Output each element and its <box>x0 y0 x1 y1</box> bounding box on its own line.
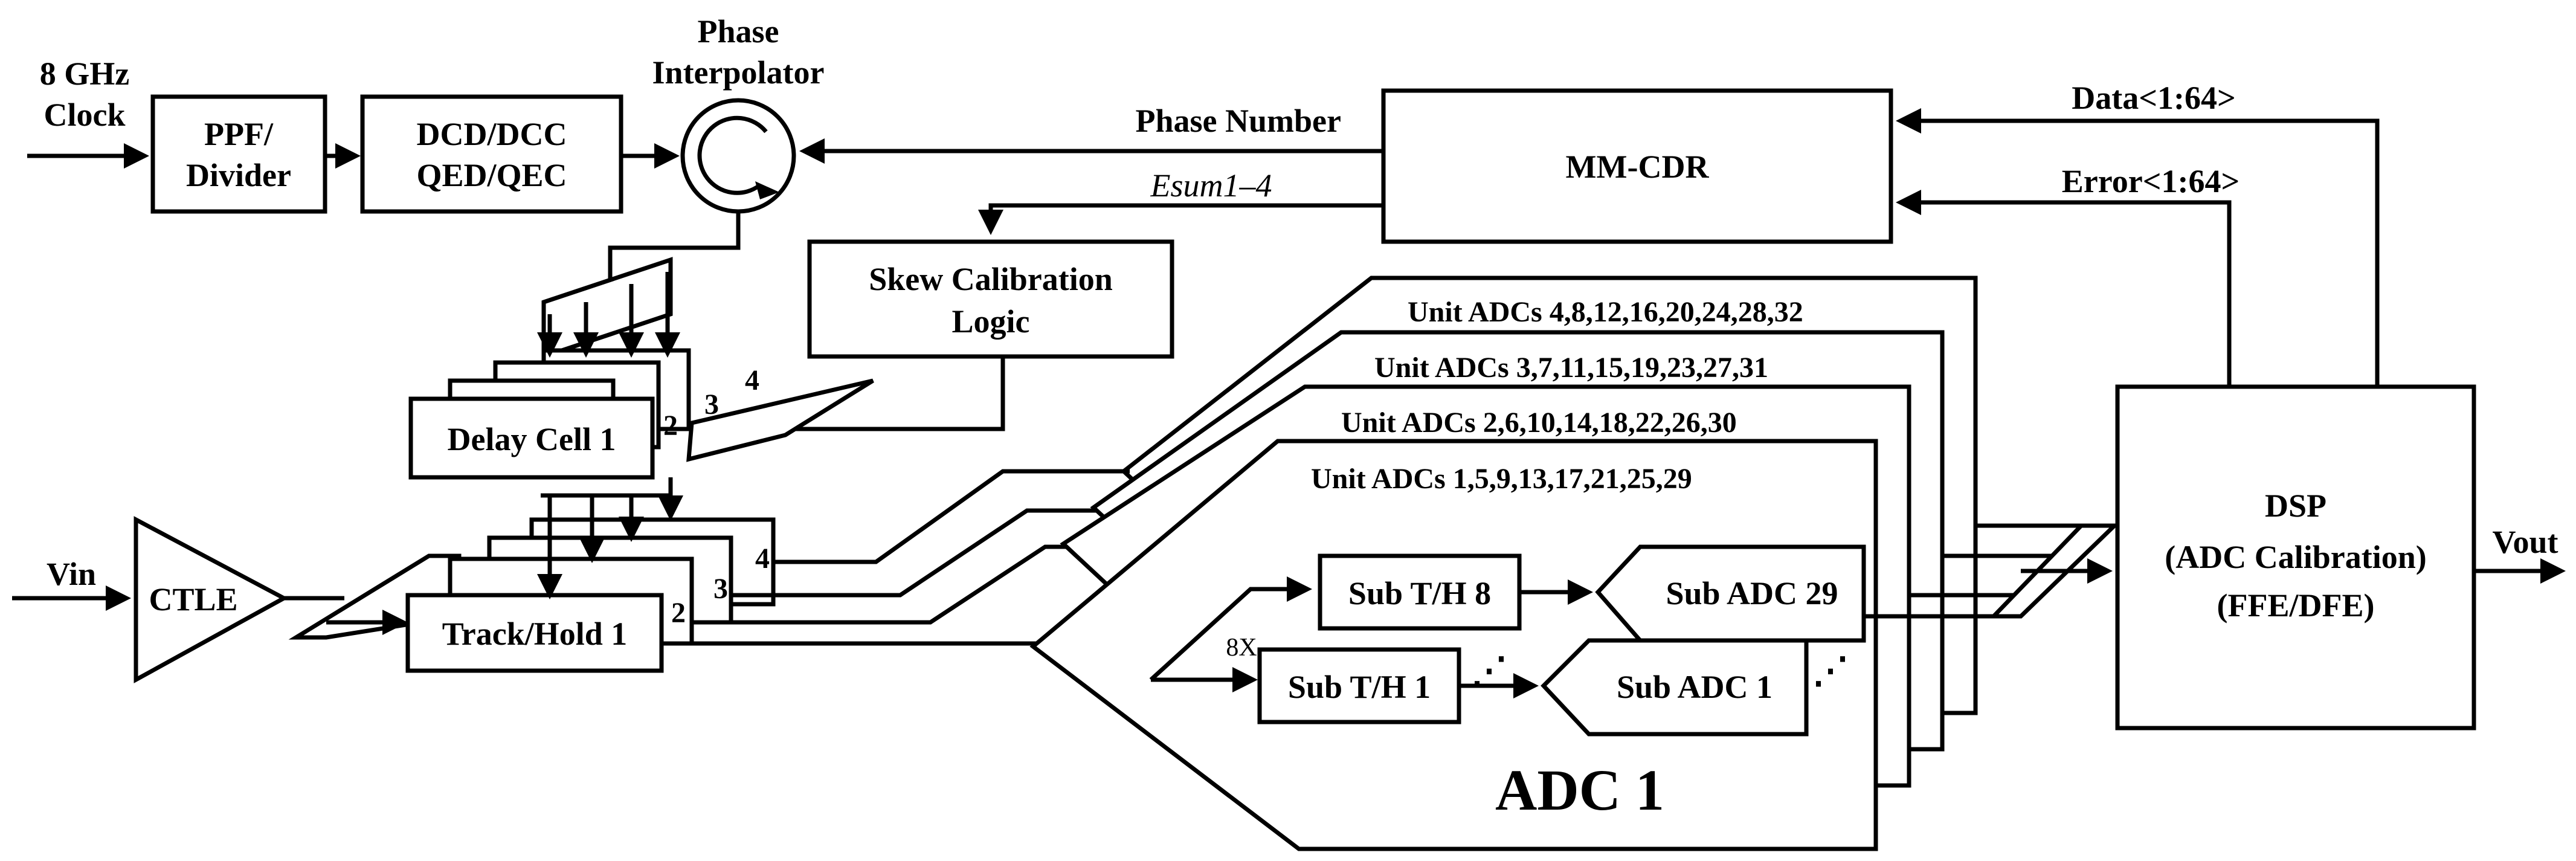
ppf-label-line2: Divider <box>186 157 291 193</box>
ctle-block: CTLE <box>134 516 289 683</box>
unit-adc-group-1: Unit ADCs 1,5,9,13,17,21,25,29 <box>1029 439 1878 851</box>
delay-fanout-shape <box>541 257 673 360</box>
sub-th-1-box <box>1257 647 1461 724</box>
adc-to-dsp-bus <box>1864 523 2120 619</box>
th-stack-num-3: 3 <box>713 573 728 605</box>
ctle-label: CTLE <box>149 581 237 618</box>
error-label: Error<1:64> <box>2062 163 2240 199</box>
delay-stack-num-4: 4 <box>745 364 759 396</box>
th2-to-adc-line <box>692 544 1066 625</box>
skew-label-line2: Logic <box>952 303 1030 340</box>
sub-th-8-label: Sub T/H 8 <box>1348 575 1491 611</box>
pi-label-line2: Interpolator <box>652 54 825 91</box>
th4-to-adc-line <box>773 469 1130 564</box>
th-stack-num-2: 2 <box>671 597 686 629</box>
sub-adc-1-label: Sub ADC 1 <box>1617 669 1773 705</box>
delay-cell-label: Delay Cell 1 <box>448 421 616 457</box>
sub-adc-1-shape <box>1541 638 1809 737</box>
delay-stack-num-3: 3 <box>704 389 719 421</box>
unit-adc-label-3: Unit ADCs 3,7,11,15,19,23,27,31 <box>1374 352 1768 384</box>
delay-stack-num-2: 2 <box>663 410 678 442</box>
vout-label: Vout <box>2492 524 2558 560</box>
esum-arrow <box>978 203 1383 235</box>
dsp-block: DSP (ADC Calibration) (FFE/DFE) <box>2115 384 2476 730</box>
sub-adc-29-shape <box>1595 544 1866 643</box>
fanout-8x-label: 8X <box>1226 634 1257 662</box>
delay-cell-stack: Delay Cell 1 2 3 4 <box>408 211 874 521</box>
track-hold-label: Track/Hold 1 <box>442 616 628 652</box>
sub-adc-ellipsis: ⋰ <box>1812 651 1849 691</box>
phase-number-label: Phase Number <box>1136 103 1341 139</box>
clock-label-line1: 8 GHz <box>40 56 129 92</box>
sub-th-8-box <box>1318 553 1522 631</box>
unit-adc-label-4: Unit ADCs 4,8,12,16,20,24,28,32 <box>1408 296 1803 328</box>
dcd-dcc-block: DCD/DCC QED/QEC <box>360 94 623 214</box>
dcd-label-line2: QED/QEC <box>416 157 567 193</box>
adc1-label: ADC 1 <box>1495 758 1664 822</box>
sub-th8-input-arrow <box>1149 576 1312 682</box>
ppf-divider-block: PPF/ Divider <box>150 94 327 214</box>
sub-adc-29-label: Sub ADC 29 <box>1666 575 1838 611</box>
error-feedback-arrow <box>1896 190 2232 387</box>
data-feedback-arrow <box>1896 108 2380 387</box>
unit-adc-label-1: Unit ADCs 1,5,9,13,17,21,25,29 <box>1311 463 1692 495</box>
skew-calibration-block: Skew Calibration Logic <box>807 239 1174 359</box>
track-hold-1-box <box>405 593 664 673</box>
pi-label-line1: Phase <box>698 13 779 50</box>
clock-label-line2: Clock <box>44 97 126 133</box>
dcd-label-line1: DCD/DCC <box>417 116 567 152</box>
phase-interpolator-symbol <box>680 98 796 214</box>
mm-cdr-label: MM-CDR <box>1566 149 1710 185</box>
vin-label: Vin <box>47 556 96 592</box>
adc1-internals: 8X Sub T/H 8 Sub T/H 1 ⋰ Sub ADC 29 Sub … <box>1149 544 1866 822</box>
th-stack-num-4: 4 <box>755 543 770 575</box>
delay-skew-sheet <box>686 378 874 462</box>
mm-cdr-block: MM-CDR <box>1381 88 1893 244</box>
sub-th-1-label: Sub T/H 1 <box>1288 669 1431 705</box>
ppf-label-line1: PPF/ <box>204 116 274 152</box>
dsp-label-line3: (FFE/DFE) <box>2217 587 2375 624</box>
data-label: Data<1:64> <box>2072 80 2236 116</box>
skew-label-line1: Skew Calibration <box>869 261 1113 297</box>
th3-to-adc-line <box>731 508 1096 598</box>
unit-adc-label-2: Unit ADCs 2,6,10,14,18,22,26,30 <box>1341 407 1737 439</box>
track-hold-stack: Track/Hold 1 2 3 4 <box>288 493 776 673</box>
dsp-label-line2: (ADC Calibration) <box>2165 539 2426 575</box>
delay-cell-1-box <box>408 396 655 480</box>
dsp-label-line1: DSP <box>2265 488 2326 524</box>
esum-label: Esum1–4 <box>1150 167 1272 204</box>
